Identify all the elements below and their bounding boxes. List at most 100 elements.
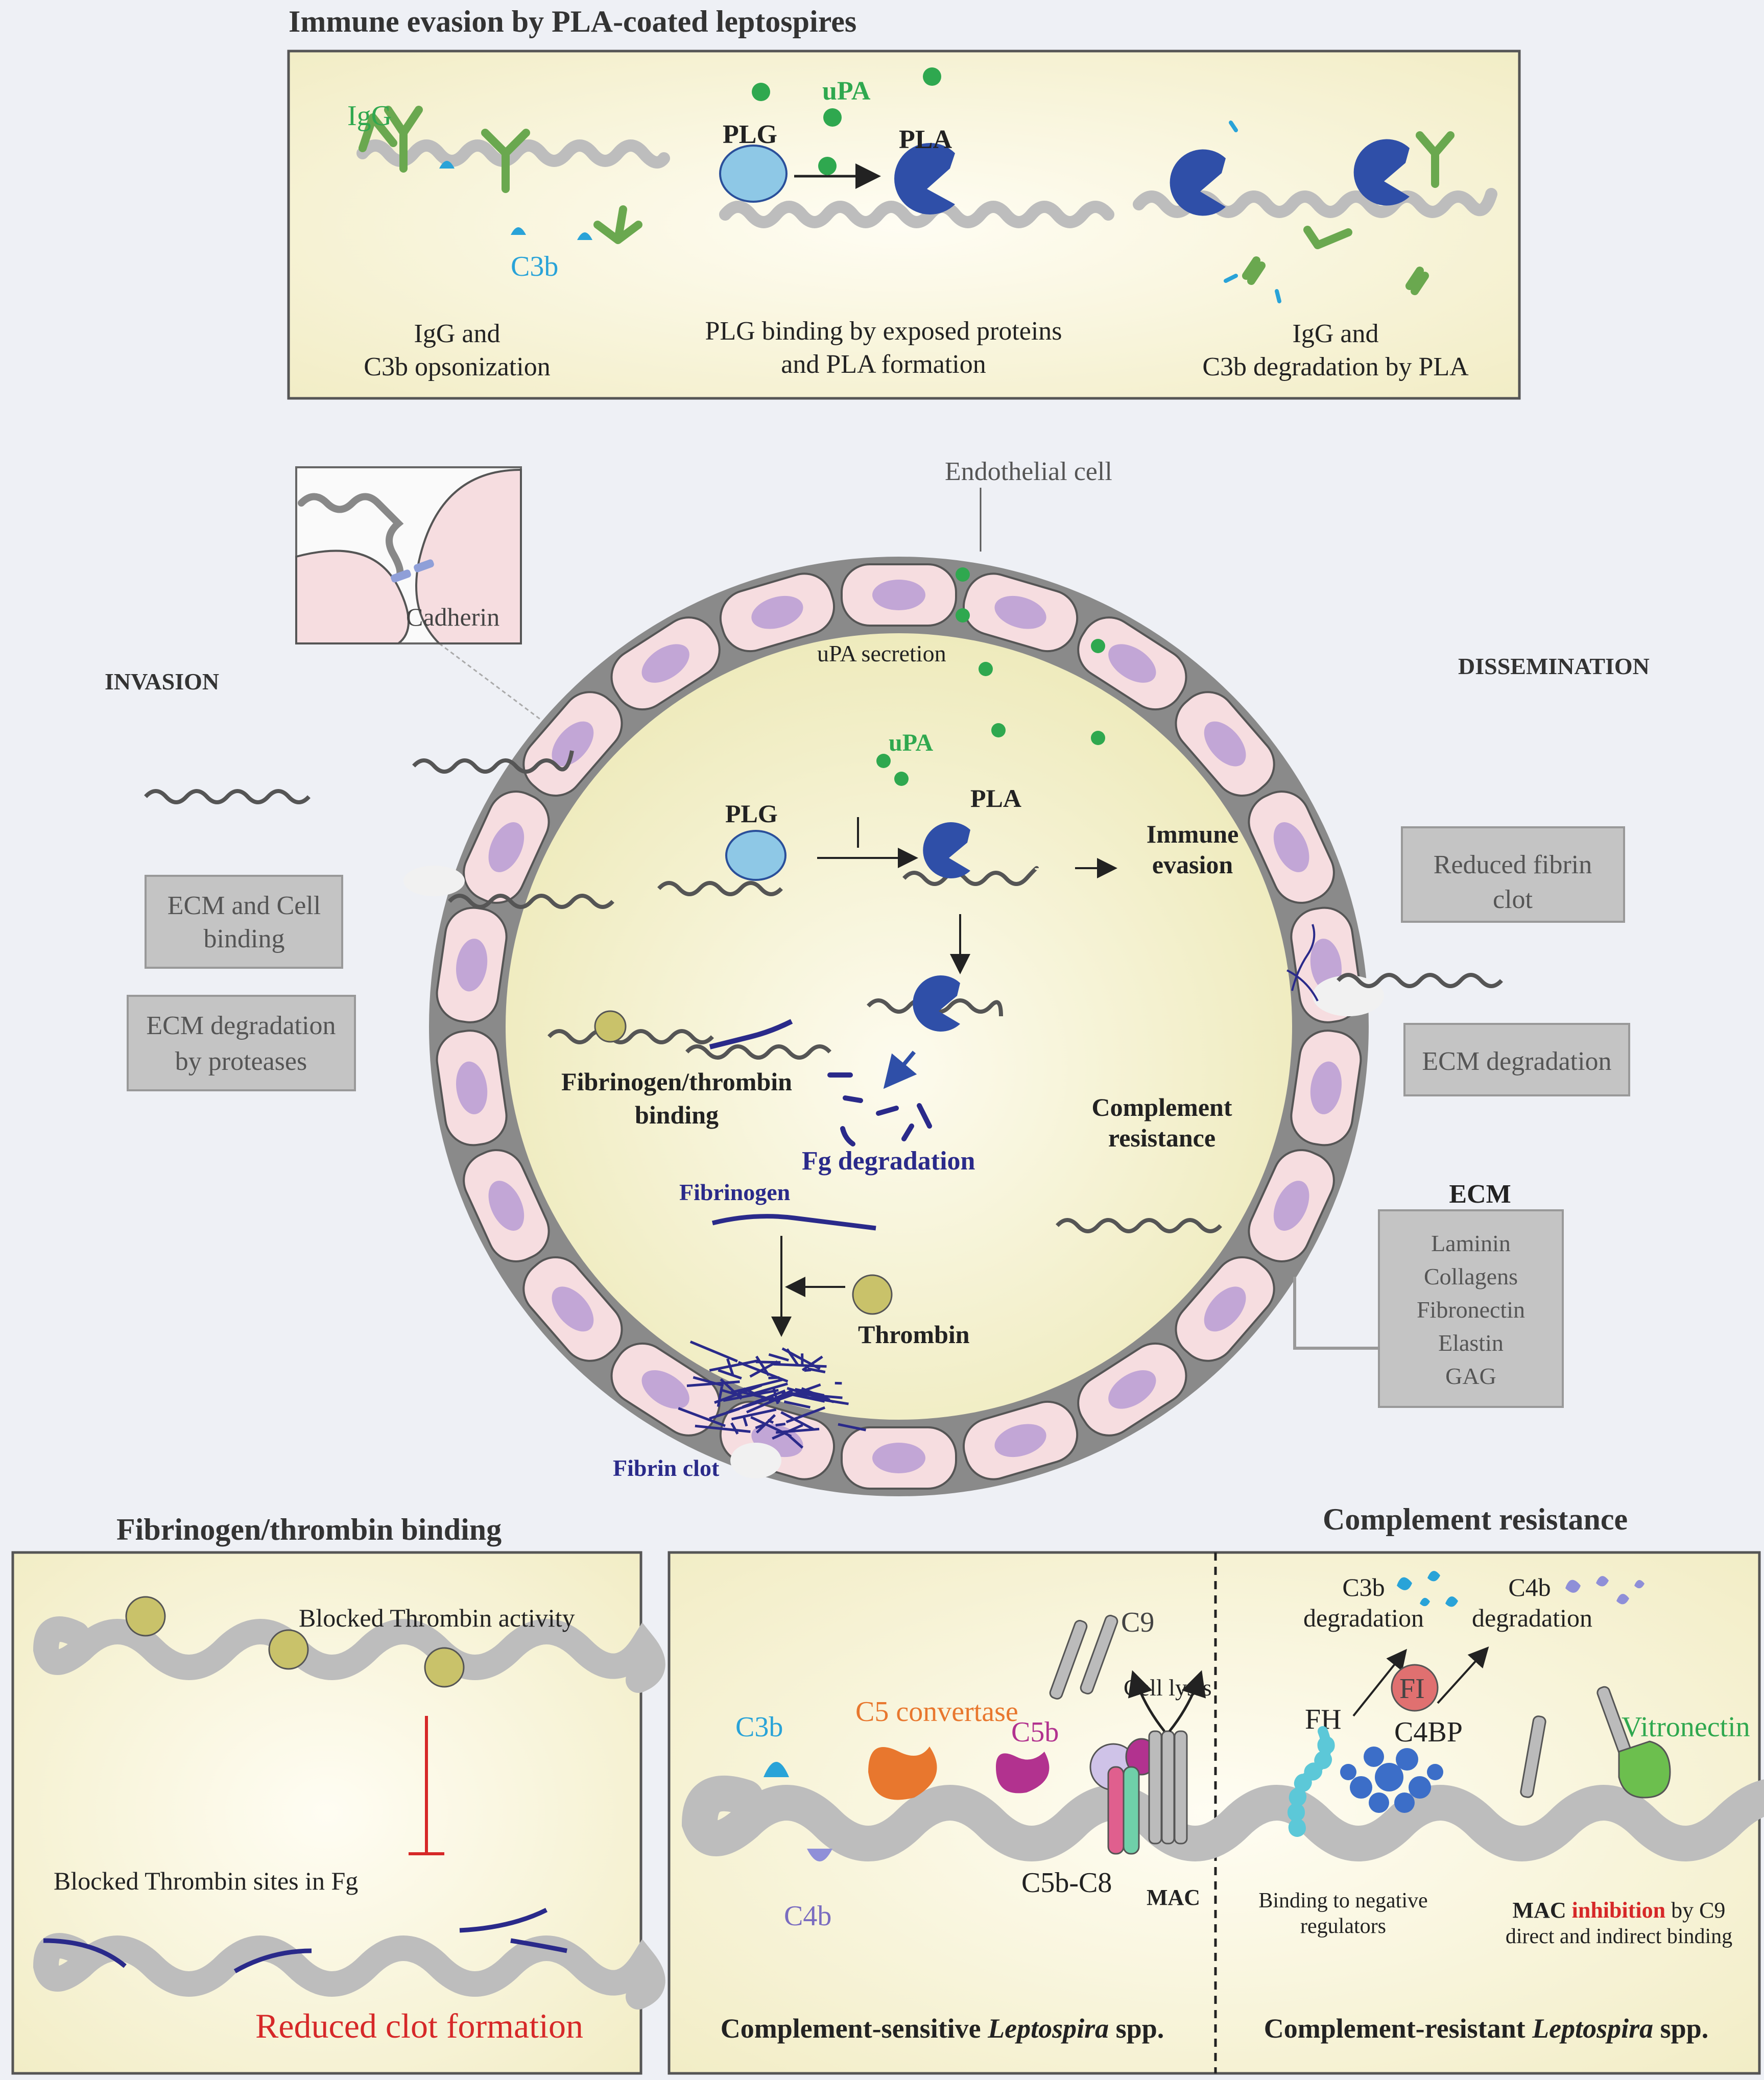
c5b-molecule bbox=[996, 1752, 1050, 1794]
nucleus bbox=[552, 721, 594, 767]
nucleus bbox=[488, 1181, 525, 1231]
endothelial-cell-label: Endothelial cell bbox=[945, 457, 1112, 486]
pla-molecule-right-1 bbox=[1170, 149, 1226, 216]
c5b-label: C5b bbox=[1011, 1716, 1059, 1748]
fibrin-strand bbox=[773, 1362, 827, 1368]
secreted-upa-dots bbox=[876, 567, 1105, 786]
endothelial-cell bbox=[1175, 1256, 1275, 1362]
thrombin-molecules bbox=[125, 1596, 465, 1688]
ecm-box bbox=[1378, 1209, 1564, 1408]
leptospire-fg-bound bbox=[685, 1044, 831, 1060]
fibrin-strand bbox=[718, 1369, 742, 1380]
c5b-c8-label: C5b-C8 bbox=[1021, 1867, 1112, 1899]
endothelial-cell bbox=[1248, 791, 1335, 904]
cadherin-label: Cadherin bbox=[406, 603, 499, 631]
reduced-fibrin-clot-box bbox=[1401, 826, 1625, 923]
reduced-fibrin-clot-2: clot bbox=[1493, 885, 1533, 914]
c4bp-molecule bbox=[1340, 1747, 1443, 1813]
fibrin-strand bbox=[775, 1383, 821, 1402]
immune-evasion-label-2: evasion bbox=[1152, 850, 1233, 879]
upa-dots bbox=[752, 67, 941, 175]
endothelial-cell bbox=[962, 1400, 1079, 1480]
top-caption-left-1: IgG and bbox=[414, 319, 500, 348]
fibrin-strand bbox=[743, 1387, 765, 1400]
endothelial-cell bbox=[522, 691, 623, 797]
sensitive-pre: Complement-sensitive bbox=[721, 2013, 988, 2044]
lumen-thrombin-bound bbox=[594, 1010, 627, 1043]
top-panel-title: Immune evasion by PLA-coated leptospires bbox=[289, 5, 856, 38]
igg-antibodies bbox=[359, 106, 642, 244]
endothelial-cell bbox=[522, 1256, 623, 1362]
c3b-degraded-fragments bbox=[1224, 121, 1281, 303]
nucleus bbox=[456, 939, 488, 992]
cadherin-inset: Cadherin bbox=[295, 466, 542, 721]
bottom-right-title: Complement resistance bbox=[1323, 1502, 1628, 1536]
fibrin-strand bbox=[678, 1407, 726, 1427]
mac-inhibition-pre: MAC bbox=[1513, 1898, 1572, 1923]
vitronectin-molecule bbox=[1618, 1740, 1671, 1799]
c4b-degraded-drops bbox=[1565, 1576, 1644, 1605]
mac-inhibition-post: by C9 bbox=[1665, 1898, 1725, 1923]
fibrin-strand bbox=[775, 1422, 786, 1427]
endothelial-cell bbox=[841, 1426, 957, 1490]
fibrin-strand bbox=[686, 1380, 740, 1388]
fibrinogen-bound-strands bbox=[43, 1907, 567, 1973]
ecm-item-fibronectin: Fibronectin bbox=[1417, 1297, 1525, 1323]
nucleus bbox=[1273, 822, 1309, 872]
lumen-pla-2 bbox=[913, 975, 960, 1032]
upa-label: uPA bbox=[822, 77, 871, 106]
c3b-degraded-drops bbox=[1397, 1571, 1458, 1607]
c5-convertase-label: C5 convertase bbox=[855, 1696, 1018, 1728]
fibrin-strands-right bbox=[1286, 924, 1319, 1001]
fibrin-strand bbox=[783, 1400, 811, 1409]
endothelial-cell bbox=[962, 572, 1079, 653]
fibrin-clot bbox=[678, 1340, 866, 1449]
reduced-fibrin-clot-1: Reduced fibrin bbox=[1434, 850, 1592, 879]
leptospire-blocked-thrombin bbox=[33, 1616, 665, 1693]
blocked-thrombin-sites: Blocked Thrombin sites in Fg bbox=[54, 1867, 358, 1895]
c3b-molecule bbox=[764, 1762, 789, 1777]
leptospire-outside-left bbox=[144, 789, 311, 804]
leptospire-lumen-pla bbox=[902, 866, 1039, 886]
endothelial-cell bbox=[463, 1149, 550, 1262]
endothelial-cells bbox=[436, 563, 1362, 1490]
leptospire-opsonized bbox=[356, 139, 670, 169]
fi-label: FI bbox=[1399, 1673, 1425, 1705]
fibrin-strand bbox=[768, 1353, 789, 1362]
vessel-lumen bbox=[506, 633, 1292, 1420]
upa-lumen-label: uPA bbox=[889, 729, 933, 756]
fi-molecule bbox=[1391, 1664, 1439, 1712]
fibrin-strand bbox=[838, 1423, 866, 1431]
upa-secretion-label: uPA secretion bbox=[817, 640, 946, 666]
bottom-left-panel: Fibrinogen/thrombin binding Blocked Thro… bbox=[11, 1513, 665, 2075]
lumen-plg-label: PLG bbox=[725, 799, 778, 828]
ecm-degradation-proteases-2: by proteases bbox=[175, 1047, 307, 1076]
ecm-degradation-proteases-box bbox=[127, 995, 356, 1091]
fh-arrow bbox=[1352, 1648, 1407, 1717]
leptospire-lumen-plg bbox=[657, 881, 783, 896]
c4b-label: C4b bbox=[784, 1900, 831, 1932]
top-caption-mid-2: and PLA formation bbox=[781, 350, 986, 379]
plg-label: PLG bbox=[723, 120, 777, 149]
vitronectin-label: Vitronectin bbox=[1622, 1711, 1750, 1743]
fibrin-strand bbox=[781, 1391, 825, 1403]
fibrin-strand bbox=[731, 1408, 777, 1421]
nucleus bbox=[1204, 721, 1246, 767]
nucleus bbox=[1108, 644, 1156, 683]
nucleus bbox=[456, 1061, 488, 1114]
ecm-degradation-label: ECM degradation bbox=[1422, 1047, 1611, 1076]
resistant-italic: Leptospira bbox=[1532, 2013, 1653, 2044]
fibrin-strand bbox=[737, 1361, 789, 1383]
pla-molecule-right-2 bbox=[1353, 139, 1410, 206]
fibrin-strand bbox=[709, 1407, 740, 1420]
dissemination-label: DISSEMINATION bbox=[1458, 653, 1650, 679]
endothelial-cell bbox=[1175, 691, 1275, 797]
nucleus bbox=[872, 1443, 925, 1473]
nucleus bbox=[994, 1424, 1046, 1457]
nucleus bbox=[1204, 1286, 1246, 1332]
nucleus bbox=[1273, 1181, 1309, 1231]
plg-molecule bbox=[719, 145, 788, 203]
fib-binding-label-1: Fibrinogen/thrombin bbox=[561, 1067, 792, 1096]
fibrin-strand bbox=[755, 1355, 770, 1376]
endothelial-cell bbox=[841, 563, 957, 627]
